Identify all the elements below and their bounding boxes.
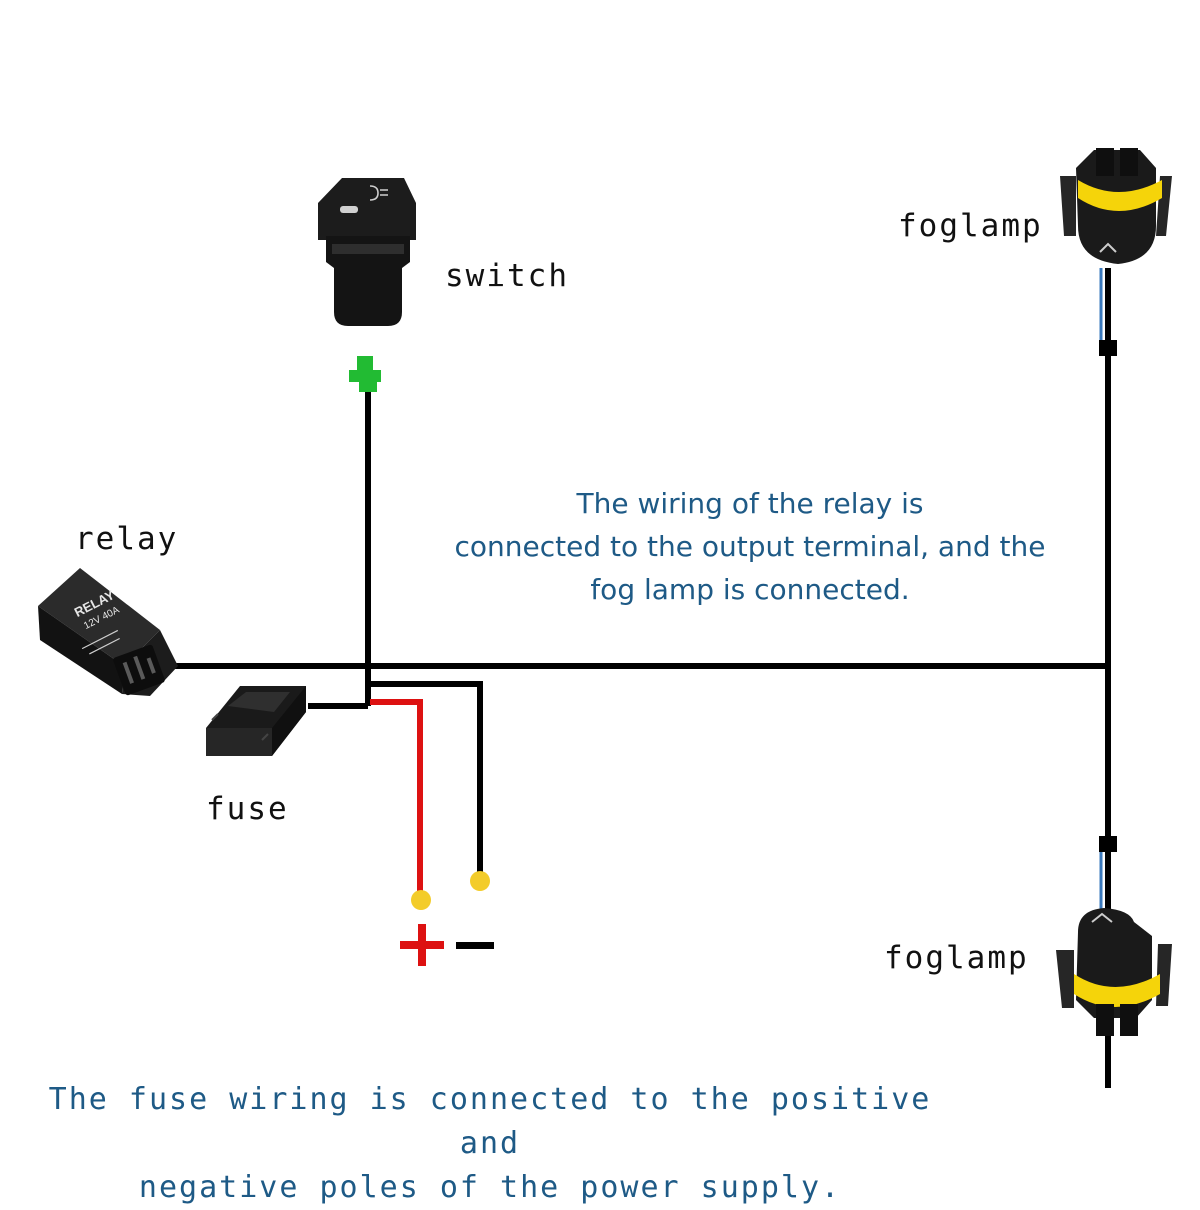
foglamp-top-label: foglamp — [898, 208, 1043, 244]
relay-label: relay — [75, 521, 179, 557]
plus-sign-icon — [400, 924, 444, 966]
wire-positive-red — [370, 699, 423, 892]
foglamp-bottom-label: foglamp — [884, 940, 1029, 976]
wire-negative-black — [370, 681, 483, 872]
minus-sign-icon — [456, 942, 494, 949]
fuse-holder-icon — [206, 686, 306, 756]
switch-label: switch — [445, 258, 569, 294]
note-line: The wiring of the relay is — [576, 487, 924, 520]
terminal-negative — [470, 871, 490, 891]
foglamp-socket-icon — [1060, 148, 1172, 264]
terminal-positive — [411, 890, 431, 910]
foglamp-socket-icon — [1056, 908, 1172, 1036]
note-line: fog lamp is connected. — [590, 573, 910, 606]
fuse-wiring-note: The fuse wiring is connected to the posi… — [20, 1078, 960, 1210]
note-line: negative poles of the power supply. — [138, 1170, 842, 1205]
switch-connector — [349, 356, 381, 392]
relay-icon: RELAY 12V 40A — [38, 568, 178, 696]
note-line: The fuse wiring is connected to the posi… — [48, 1082, 932, 1161]
power-terminals — [400, 871, 494, 966]
switch-icon — [318, 178, 416, 326]
relay-wiring-note: The wiring of the relay is connected to … — [410, 482, 1090, 611]
wire-joint-bottom — [1099, 836, 1117, 852]
fuse-label: fuse — [206, 791, 289, 827]
note-line: connected to the output terminal, and th… — [454, 530, 1046, 563]
wire-joint-top — [1099, 340, 1117, 356]
